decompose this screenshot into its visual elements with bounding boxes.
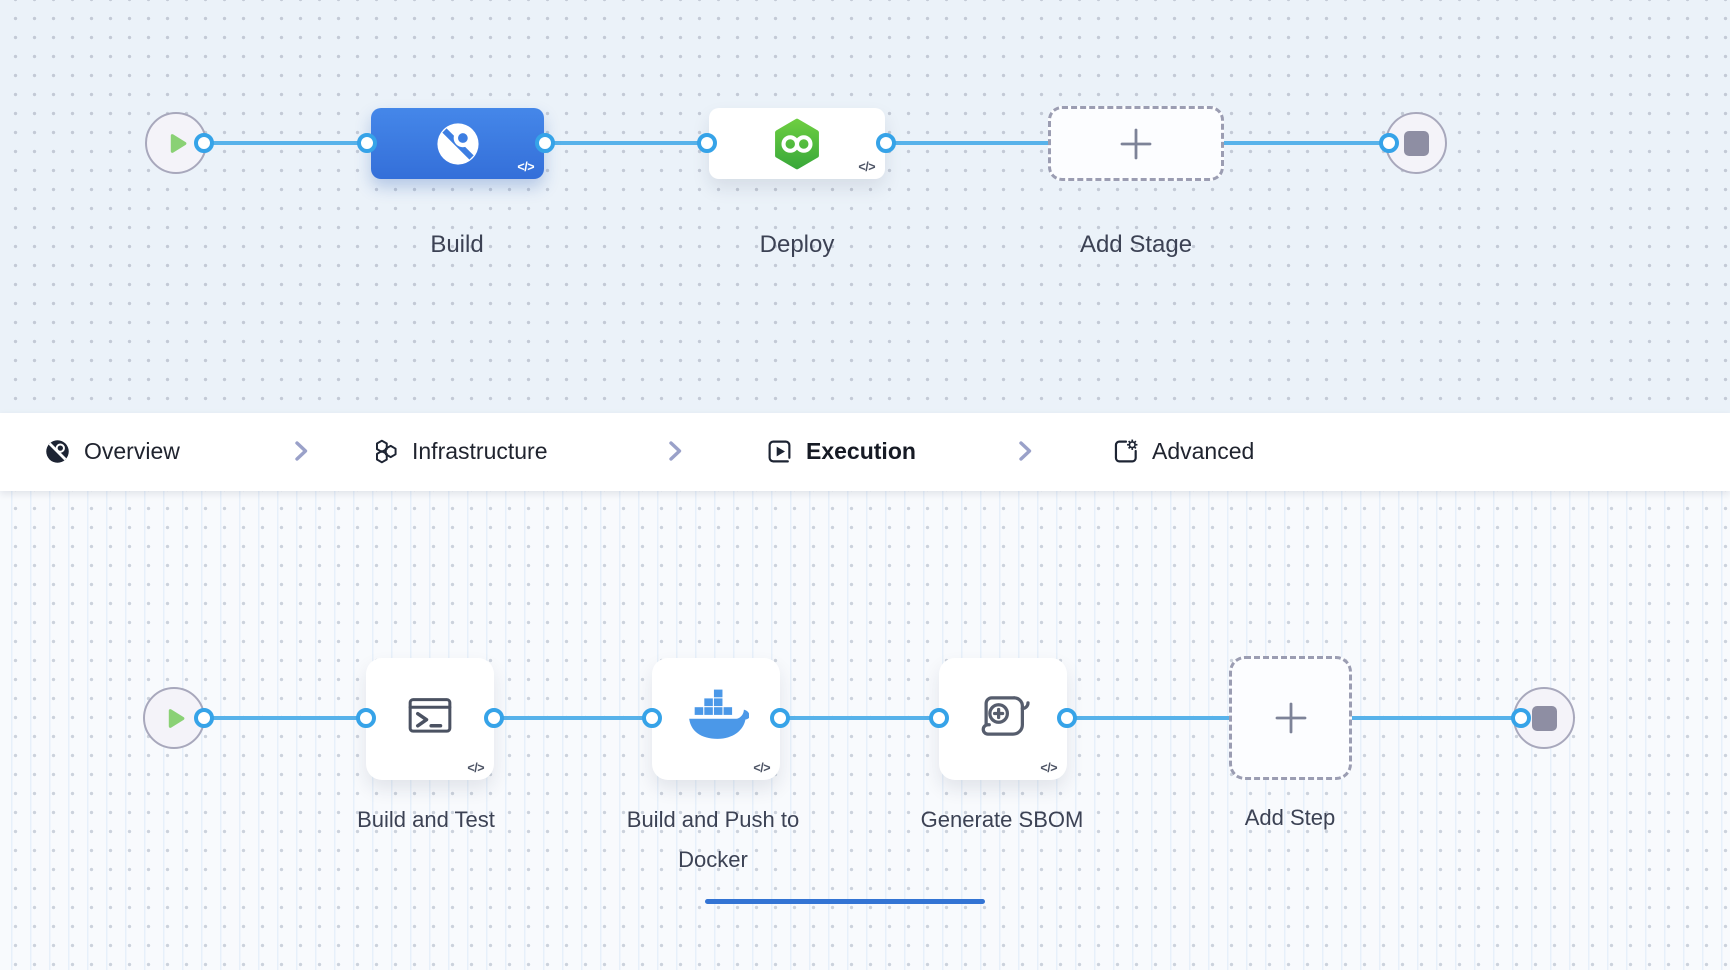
- stage-node-deploy[interactable]: </>: [709, 108, 885, 179]
- stop-icon: [1403, 130, 1429, 156]
- overview-icon: [46, 439, 69, 463]
- play-icon: [168, 708, 184, 728]
- stage-node-build[interactable]: </>: [371, 108, 544, 179]
- chevron-right-icon: [1019, 441, 1032, 461]
- cd-deploy-icon: [775, 118, 819, 169]
- plus-icon: [1275, 702, 1306, 734]
- port[interactable]: [484, 708, 504, 728]
- ci-build-icon: [436, 122, 479, 165]
- step-label: Generate SBOM: [920, 807, 1084, 832]
- port[interactable]: [1379, 133, 1399, 153]
- add-step-button[interactable]: [1229, 656, 1352, 780]
- pipeline-start-node[interactable]: [145, 112, 207, 174]
- stage-config-tabbar: [0, 413, 1730, 904]
- step-label: Build and Test: [357, 807, 495, 832]
- active-tab-indicator: [705, 899, 985, 904]
- port[interactable]: [194, 708, 214, 728]
- tab-label: Advanced: [1152, 437, 1255, 464]
- tab-advanced[interactable]: Advanced: [1112, 437, 1254, 465]
- port[interactable]: [642, 708, 662, 728]
- port[interactable]: [535, 133, 555, 153]
- code-view-icon[interactable]: </>: [753, 761, 770, 775]
- step-node-generate-sbom[interactable]: </>: [939, 658, 1067, 780]
- stage-label: Build: [430, 231, 484, 258]
- play-icon: [170, 133, 186, 153]
- port[interactable]: [194, 133, 214, 153]
- stage-canvas[interactable]: </> </>: [0, 0, 1730, 413]
- tab-label: Infrastructure: [412, 437, 548, 464]
- code-view-icon[interactable]: </>: [467, 761, 484, 775]
- port[interactable]: [356, 708, 376, 728]
- infrastructure-icon: [375, 439, 397, 463]
- add-stage-button[interactable]: [1048, 106, 1224, 181]
- port[interactable]: [929, 708, 949, 728]
- tab-infrastructure[interactable]: Infrastructure: [372, 437, 548, 465]
- tab-overview[interactable]: Overview: [44, 437, 180, 465]
- port[interactable]: [1511, 708, 1531, 728]
- docker-icon: [689, 689, 749, 739]
- step-node-build-and-test[interactable]: </>: [366, 658, 494, 780]
- advanced-icon: [1114, 439, 1138, 462]
- tab-execution[interactable]: Execution: [766, 437, 916, 465]
- stage-label: Add Stage: [1079, 231, 1193, 258]
- chevron-right-icon: [669, 441, 682, 461]
- step-label: Build and Push to Docker: [626, 807, 800, 872]
- step-label: Add Step: [1244, 805, 1336, 830]
- port[interactable]: [357, 133, 377, 153]
- port[interactable]: [876, 133, 896, 153]
- sbom-scroll-icon: [981, 696, 1030, 736]
- step-node-build-and-push-to-docker[interactable]: </>: [652, 658, 780, 780]
- port[interactable]: [697, 133, 717, 153]
- stage-label: Deploy: [759, 231, 835, 258]
- code-view-icon[interactable]: </>: [517, 160, 534, 174]
- tab-label: Execution: [806, 437, 916, 464]
- execution-step-canvas[interactable]: </> </>: [0, 491, 1730, 970]
- code-view-icon[interactable]: </>: [858, 160, 875, 174]
- chevron-right-icon: [295, 441, 308, 461]
- stop-icon: [1531, 705, 1557, 731]
- tab-label: Overview: [84, 437, 180, 464]
- execution-icon: [768, 440, 791, 462]
- terminal-run-icon: [408, 698, 452, 733]
- pipeline-end-node[interactable]: [1385, 112, 1447, 174]
- step-edge: [204, 716, 1521, 720]
- code-view-icon[interactable]: </>: [1040, 761, 1057, 775]
- plus-icon: [1120, 128, 1152, 159]
- port[interactable]: [1057, 708, 1077, 728]
- port[interactable]: [770, 708, 790, 728]
